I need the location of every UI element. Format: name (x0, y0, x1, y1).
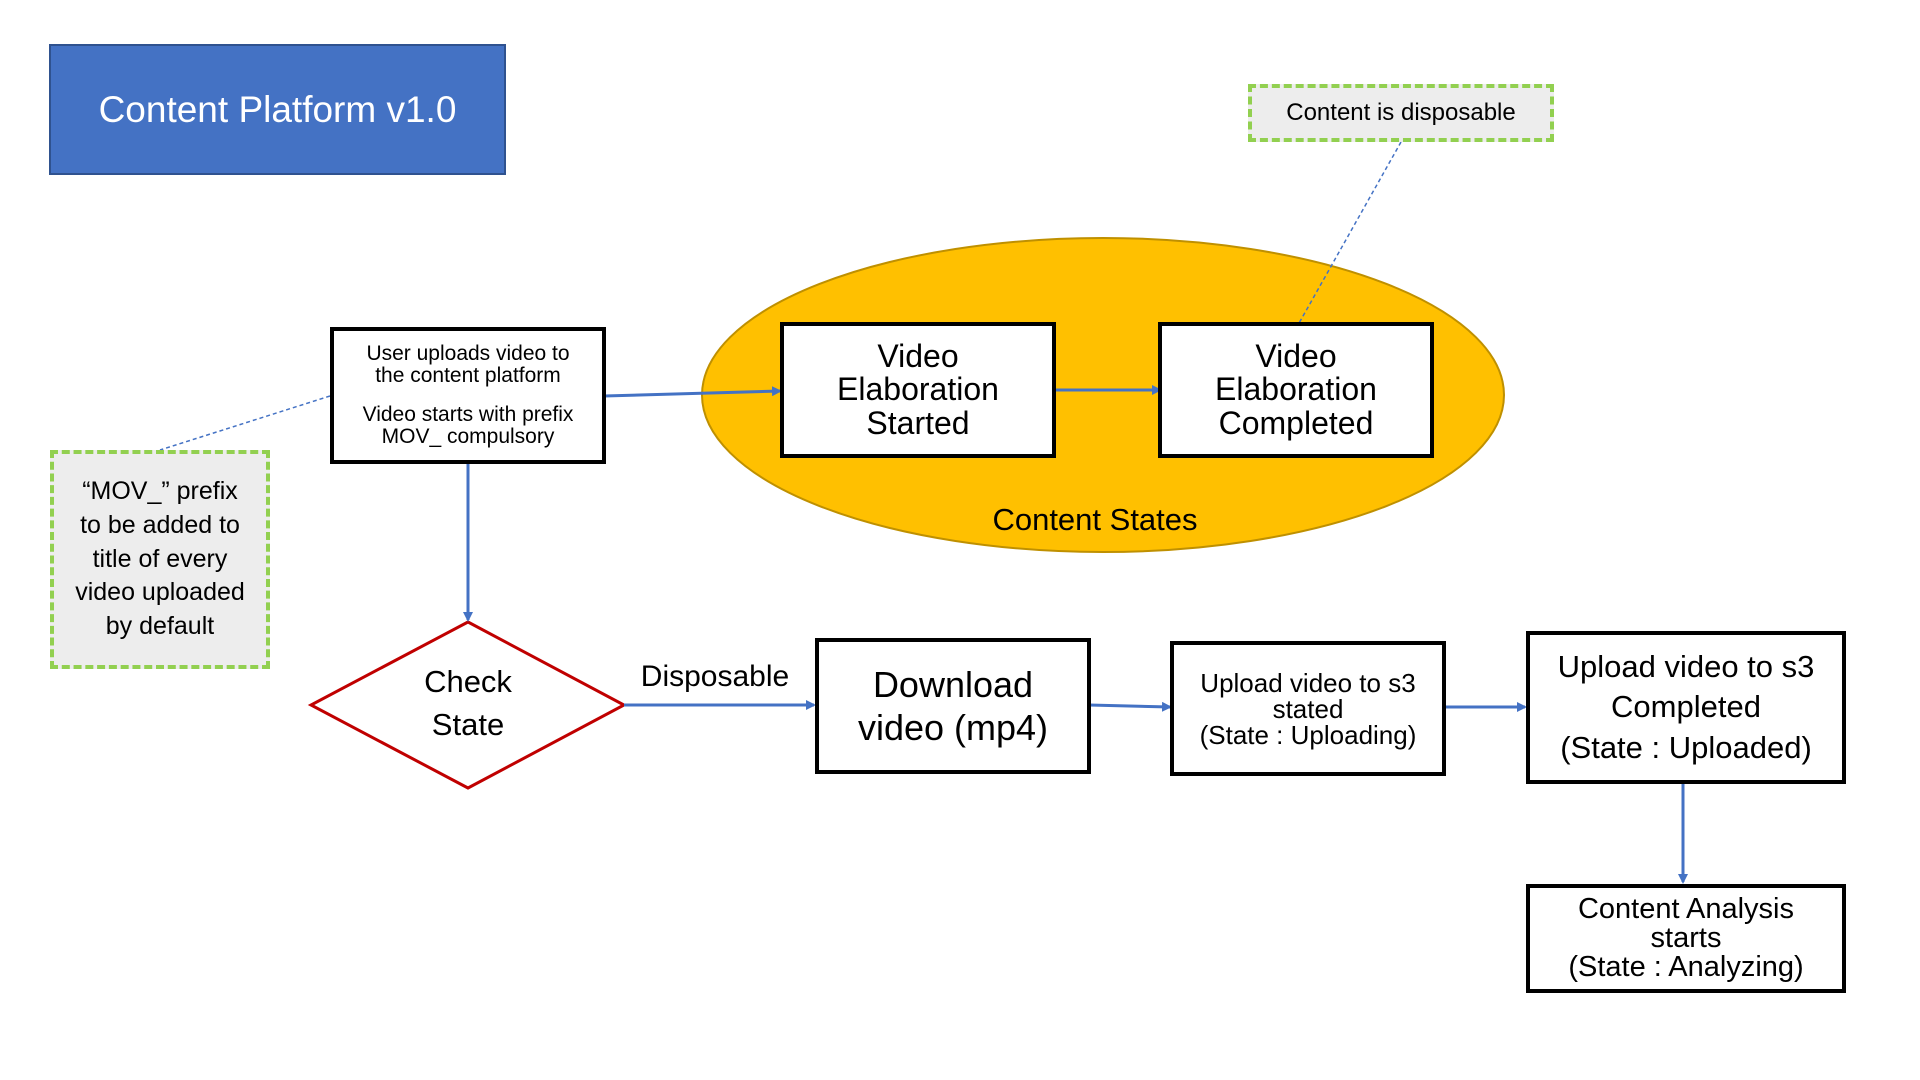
node-upload-s3-completed-text: Upload video to s3 Completed (State : Up… (1557, 649, 1815, 765)
node-elaboration-completed[interactable]: Video Elaboration Completed (1158, 322, 1434, 458)
node-download-video-text: Download video (mp4) (857, 663, 1049, 748)
check-state-diamond[interactable] (307, 620, 628, 790)
title-banner: Content Platform v1.0 (49, 44, 506, 175)
arrow-download-to-s3-started (1088, 701, 1172, 712)
node-upload-s3-started[interactable]: Upload video to s3 stated (State : Uploa… (1170, 641, 1446, 776)
arrow-upload-to-started (603, 386, 782, 398)
page-title: Content Platform v1.0 (98, 88, 457, 130)
node-user-uploads[interactable]: User uploads video to the content platfo… (330, 327, 606, 464)
content-states-label: Content States (992, 502, 1198, 537)
note-content-disposable: Content is disposable (1248, 84, 1554, 142)
edge-label-disposable: Disposable (640, 660, 790, 693)
note-connector-prefix (159, 395, 331, 451)
node-upload-s3-started-text: Upload video to s3 stated (State : Uploa… (1199, 667, 1417, 750)
note-mov-prefix-text: “MOV_” prefix to be added to title of ev… (75, 477, 245, 641)
node-elaboration-started-text: Video Elaboration Started (837, 337, 999, 441)
check-state-label: Check State (424, 664, 512, 743)
node-upload-s3-completed[interactable]: Upload video to s3 Completed (State : Up… (1526, 631, 1846, 784)
node-elaboration-started[interactable]: Video Elaboration Started (780, 322, 1056, 458)
node-download-video[interactable]: Download video (mp4) (815, 638, 1091, 774)
note-mov-prefix: “MOV_” prefix to be added to title of ev… (50, 450, 270, 669)
node-content-analysis-text: Content Analysis starts (State : Analyzi… (1568, 893, 1804, 983)
note-content-disposable-text: Content is disposable (1286, 99, 1516, 126)
node-user-uploads-line2: Video starts with prefix MOV_ compulsory (362, 402, 574, 448)
node-content-analysis[interactable]: Content Analysis starts (State : Analyzi… (1526, 884, 1846, 993)
node-elaboration-completed-text: Video Elaboration Completed (1215, 337, 1377, 441)
node-user-uploads-line1: User uploads video to the content platfo… (366, 342, 570, 388)
